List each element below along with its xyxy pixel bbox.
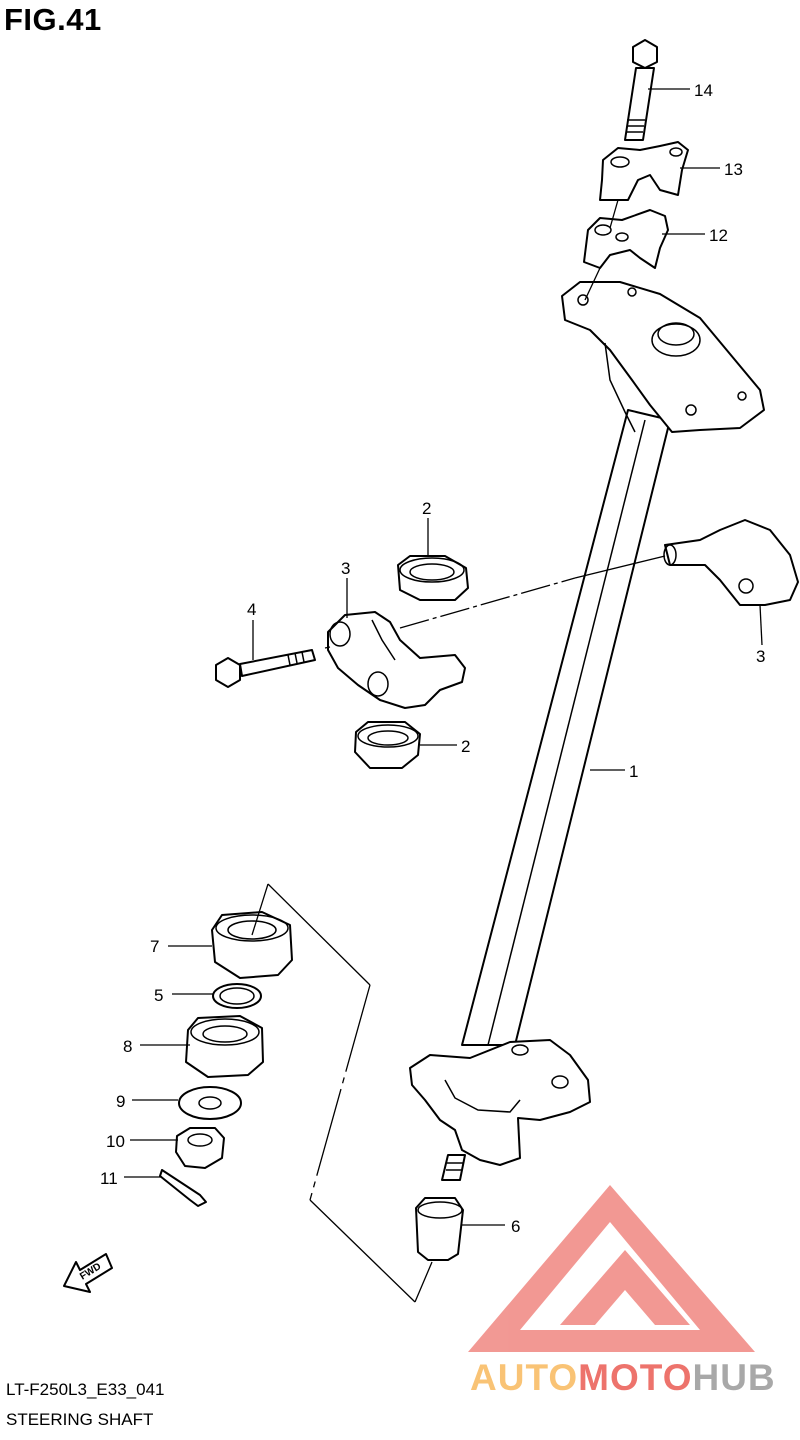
- part-9-washer: [178, 1086, 242, 1120]
- part-8-seal: [185, 1015, 264, 1078]
- callout-7: 7: [150, 937, 159, 956]
- callout-9: 9: [116, 1092, 125, 1111]
- callout-12: 12: [709, 226, 728, 245]
- part-10-nut: [175, 1127, 225, 1169]
- watermark-hub: HUB: [692, 1357, 775, 1398]
- callout-13: 13: [724, 160, 743, 179]
- callout-10: 10: [106, 1132, 125, 1151]
- callout-2-upper: 2: [422, 499, 431, 518]
- part-6-bushing: [415, 1197, 464, 1261]
- part-3-left-holder: [327, 611, 466, 709]
- watermark-auto: AUTO: [470, 1357, 578, 1398]
- part-7-bearing: [211, 911, 293, 979]
- part-5-oring: [212, 983, 262, 1009]
- part-11-cotter-pin: [159, 1169, 207, 1207]
- part-2-lower-bushing: [354, 721, 421, 769]
- figure-caption: STEERING SHAFT: [6, 1410, 154, 1429]
- callout-1: 1: [629, 762, 638, 781]
- watermark-text: AUTOMOTOHUB: [470, 1357, 776, 1398]
- assembly-lines: [251, 199, 666, 1303]
- callout-3-left: 3: [341, 559, 350, 578]
- leader-lines: [124, 88, 763, 1226]
- part-3-right-holder: [663, 519, 799, 606]
- watermark-logo: [468, 1185, 755, 1352]
- callout-4: 4: [247, 600, 256, 619]
- watermark-moto: MOTO: [578, 1357, 692, 1398]
- callout-6: 6: [511, 1217, 520, 1236]
- part-14-bolt: [624, 39, 658, 141]
- callout-numbers: 14 13 12 2 3 4 3 2 1 7 5 8 9 10 11 6: [100, 81, 765, 1236]
- fwd-arrow: FWD: [63, 1253, 113, 1293]
- callout-11: 11: [100, 1169, 118, 1188]
- part-1-steering-shaft: [409, 281, 765, 1181]
- svg-text:AUTOMOTOHUB: AUTOMOTOHUB: [470, 1357, 776, 1398]
- part-2-upper-bushing: [397, 555, 469, 601]
- callout-3-right: 3: [756, 647, 765, 666]
- drawing-code: LT-F250L3_E33_041: [6, 1380, 165, 1399]
- callout-2-lower: 2: [461, 737, 470, 756]
- part-13-upper-clamp: [599, 141, 689, 201]
- callout-8: 8: [123, 1037, 132, 1056]
- part-12-lower-clamp: [583, 209, 669, 269]
- figure-title: FIG.41: [4, 2, 102, 37]
- callout-14: 14: [694, 81, 713, 100]
- callout-5: 5: [154, 986, 163, 1005]
- part-4-bolt: [215, 649, 316, 688]
